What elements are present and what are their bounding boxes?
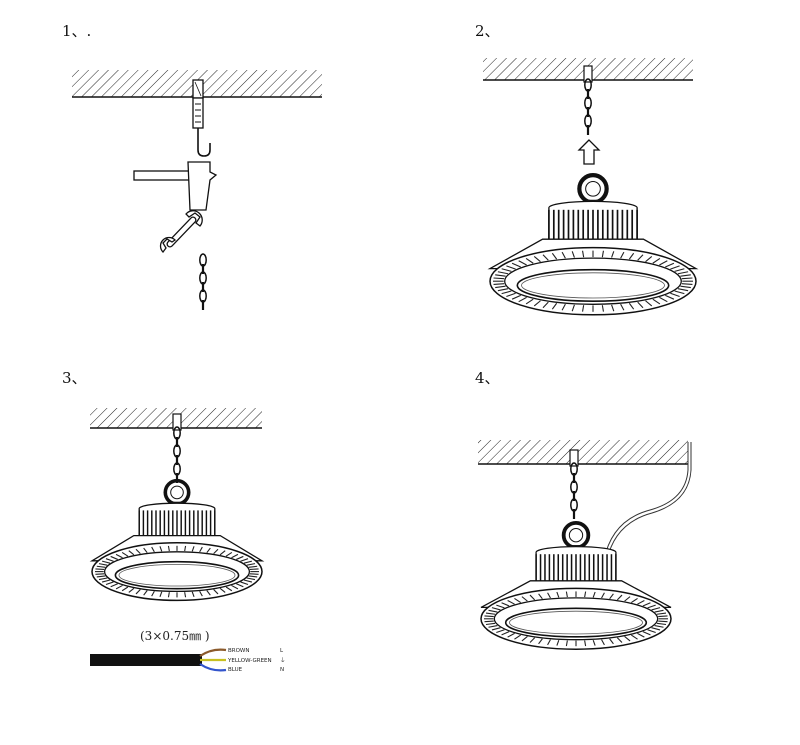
step-2-diagram: [483, 58, 699, 316]
wire-label-blue: BLUE: [228, 667, 243, 673]
step-3-diagram: (3×0.75㎜ ) BROWN YELLOW-GREEN BLUE L ⏚ N: [89, 408, 286, 673]
chain-icon: [570, 462, 578, 519]
highbay-lamp-icon: [480, 520, 672, 650]
power-cord-icon: [603, 442, 692, 561]
terminal-ground-icon: ⏚: [280, 657, 286, 664]
step-4-label: 4、: [475, 369, 500, 387]
power-cord-icon: [90, 648, 227, 672]
chain-icon: [199, 253, 207, 310]
step-4-diagram: [478, 440, 692, 650]
step-1-diagram: [72, 70, 322, 310]
anchor-bolt-icon: [583, 65, 593, 83]
wrench-icon: [159, 210, 203, 253]
chain-icon: [173, 426, 181, 483]
cable-spec-label: (3×0.75㎜ ): [140, 629, 210, 643]
anchor-bolt-icon: [172, 413, 182, 431]
cable-sheath: [90, 654, 202, 666]
wire-label-yellow-green: YELLOW-GREEN: [227, 658, 272, 664]
highbay-lamp-icon: [487, 173, 699, 316]
hammer-icon: [133, 161, 218, 211]
terminal-n: N: [280, 667, 284, 673]
wire-brown: [199, 648, 227, 657]
chain-icon: [584, 78, 592, 135]
step-2-label: 2、: [475, 22, 500, 40]
anchor-bolt-icon: [192, 79, 211, 157]
wire-blue: [199, 663, 227, 672]
anchor-bolt-icon: [569, 449, 579, 467]
wire-label-brown: BROWN: [228, 648, 249, 654]
highbay-lamp-icon: [89, 478, 265, 602]
step-1-label: 1、.: [62, 22, 92, 40]
ceiling-hatch-icon: [478, 440, 688, 465]
step-3-label: 3、: [62, 369, 87, 387]
terminal-l: L: [280, 648, 284, 654]
up-arrow-icon: [577, 139, 601, 165]
